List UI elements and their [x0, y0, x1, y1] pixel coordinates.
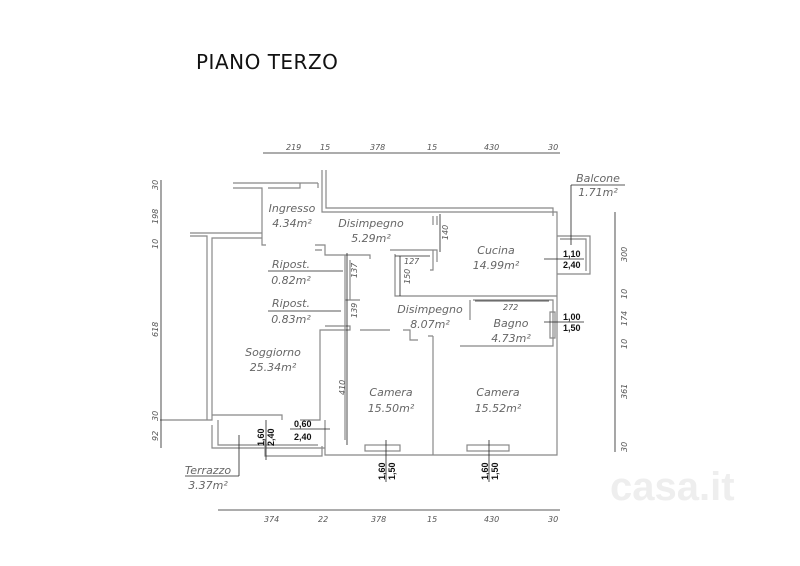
label: 0.82m²: [271, 274, 311, 287]
label: 1,50: [563, 323, 581, 333]
label: Camera: [476, 386, 519, 399]
label: 618: [151, 322, 160, 337]
label: 139: [350, 303, 359, 318]
label: 4.73m²: [491, 332, 531, 345]
label: 30: [548, 515, 558, 524]
watermark: casa.it: [610, 465, 735, 509]
label: 15: [320, 143, 330, 152]
label: 374: [264, 515, 279, 524]
label: 15.50m²: [368, 402, 415, 415]
label: 1,00: [563, 312, 581, 322]
label: 150: [403, 269, 412, 284]
label: 15: [427, 143, 437, 152]
room-ingresso: Ingresso 4.34m²: [269, 202, 316, 230]
window-soggiorno-small: 0,60 2,40: [290, 419, 330, 442]
room-labels: Ingresso 4.34m² Disimpegno 5.29m² Cucina 14…: [185, 172, 625, 492]
label: 30: [151, 180, 160, 190]
label: 30: [620, 442, 629, 452]
plan-title: PIANO TERZO: [196, 50, 339, 74]
window-cucina: 1,102,40: [544, 249, 584, 270]
label: 25.34m²: [250, 361, 297, 374]
room-camera-2: Camera 15.52m²: [475, 386, 522, 415]
label: 10: [151, 239, 160, 249]
room-disimpegno-1: Disimpegno 5.29m²: [338, 217, 404, 245]
label: 1,10: [563, 249, 581, 259]
room-ripostiglio-2: Ripost. 0.83m²: [268, 297, 341, 326]
label: 92: [151, 431, 160, 441]
room-ripostiglio-1: Ripost. 0.82m²: [268, 258, 343, 287]
label: 378: [371, 515, 386, 524]
window-bagno: 1,001,50: [544, 312, 584, 333]
label: 0,60: [294, 419, 312, 429]
label: 430: [484, 143, 499, 152]
label: 0.83m²: [271, 313, 311, 326]
room-camera-1: Camera 15.50m²: [368, 386, 415, 415]
label: 219: [286, 143, 301, 152]
label: Disimpegno: [397, 303, 463, 316]
label: 1.71m²: [578, 186, 618, 199]
label: Ripost.: [272, 297, 310, 310]
label: 140: [441, 225, 450, 240]
label: 2,40: [563, 260, 581, 270]
label: Terrazzo: [185, 464, 231, 477]
label: 4.34m²: [272, 217, 312, 230]
label: 137: [350, 262, 359, 278]
label: 1,60: [256, 428, 266, 446]
label: Ripost.: [272, 258, 310, 271]
room-bagno: Bagno 4.73m²: [491, 317, 531, 345]
label: 8.07m²: [410, 318, 450, 331]
label: Soggiorno: [245, 346, 301, 359]
room-terrazzo: Terrazzo 3.37m²: [185, 435, 240, 492]
label: 1,50: [490, 462, 500, 480]
label: Camera: [369, 386, 412, 399]
label: Disimpegno: [338, 217, 404, 230]
label: 3.37m²: [188, 479, 228, 492]
room-cucina: Cucina 14.99m²: [473, 244, 520, 272]
label: 14.99m²: [473, 259, 520, 272]
label: Bagno: [494, 317, 529, 330]
label: Cucina: [477, 244, 515, 257]
label: 1,50: [387, 462, 397, 480]
room-disimpegno-2: Disimpegno 8.07m²: [397, 303, 463, 331]
dimension-labels: 219 15 378 15 430 30 374 22 378 15 430 3…: [151, 143, 629, 524]
label: 15: [427, 515, 437, 524]
label: Ingresso: [269, 202, 316, 215]
label: 30: [548, 143, 558, 152]
label: 2,40: [294, 432, 312, 442]
label: 127: [404, 257, 420, 266]
label: 1,60: [480, 462, 490, 480]
label: 174: [620, 311, 629, 326]
label: 198: [151, 209, 160, 224]
label: 410: [338, 380, 347, 395]
label: 10: [620, 339, 629, 349]
walls: [160, 170, 591, 457]
label: 300: [620, 247, 629, 262]
label: 2,40: [266, 428, 276, 446]
label: 1,60: [377, 462, 387, 480]
label: 430: [484, 515, 499, 524]
label: Balcone: [576, 172, 620, 185]
room-soggiorno: Soggiorno 25.34m²: [245, 346, 301, 374]
label: 272: [503, 303, 518, 312]
label: 30: [151, 411, 160, 421]
label: 361: [620, 384, 629, 399]
label: 378: [370, 143, 385, 152]
label: 10: [620, 289, 629, 299]
label: 5.29m²: [351, 232, 391, 245]
label: 22: [318, 515, 328, 524]
label: 15.52m²: [475, 402, 522, 415]
dimension-lines: [160, 152, 616, 511]
